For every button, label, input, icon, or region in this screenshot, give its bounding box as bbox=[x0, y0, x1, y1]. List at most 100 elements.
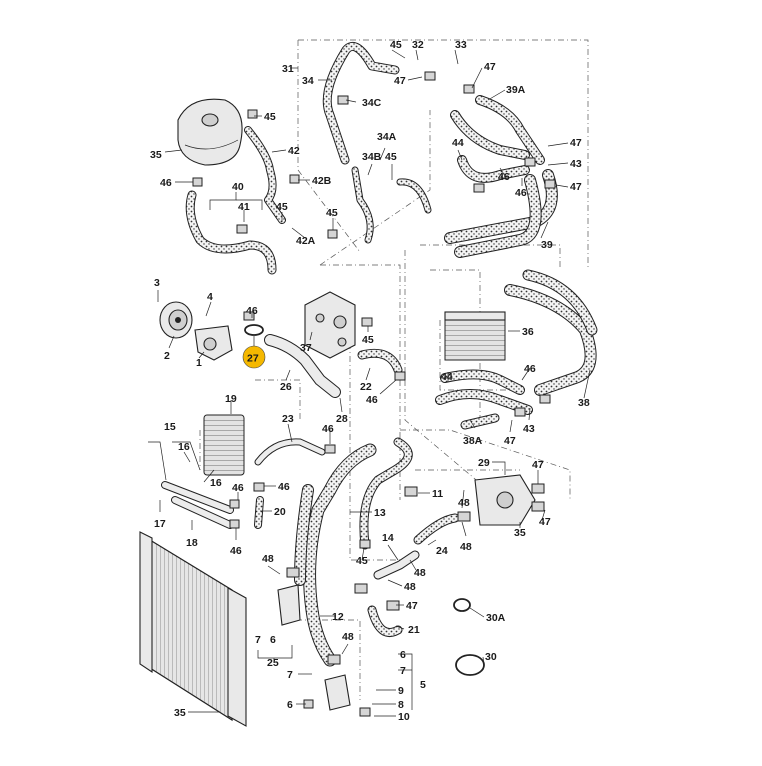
callout-48: 48 bbox=[262, 553, 274, 565]
callout-labels: 31 34 45 32 33 47 47 39A 34C 45 35 42 34… bbox=[150, 39, 590, 723]
hose-clips bbox=[192, 71, 556, 717]
leader-lines bbox=[148, 49, 591, 717]
callout-34a: 34A bbox=[377, 131, 397, 143]
callout-46: 46 bbox=[160, 177, 172, 189]
callout-4: 4 bbox=[207, 291, 213, 303]
callout-26: 26 bbox=[280, 381, 292, 393]
callout-18: 18 bbox=[186, 537, 198, 549]
hoses bbox=[185, 42, 598, 667]
callout-35: 35 bbox=[514, 527, 526, 539]
callout-43: 43 bbox=[523, 423, 535, 435]
callout-47: 47 bbox=[406, 600, 418, 612]
callout-46: 46 bbox=[230, 545, 242, 557]
callout-19: 19 bbox=[225, 393, 237, 405]
callout-48: 48 bbox=[458, 497, 470, 509]
callout-42b: 42B bbox=[312, 175, 332, 187]
callout-47: 47 bbox=[484, 61, 496, 73]
callout-2: 2 bbox=[164, 350, 170, 362]
highlighted-callout-27[interactable]: 27 bbox=[242, 345, 266, 369]
callout-30: 30 bbox=[485, 651, 497, 663]
callout-13: 13 bbox=[374, 507, 386, 519]
callout-46: 46 bbox=[524, 363, 536, 375]
callout-5: 5 bbox=[420, 679, 426, 691]
callout-42a: 42A bbox=[296, 235, 316, 247]
callout-21: 21 bbox=[408, 624, 420, 636]
callout-16: 16 bbox=[210, 477, 222, 489]
callout-46: 46 bbox=[366, 394, 378, 406]
callout-46: 46 bbox=[278, 481, 290, 493]
callout-24: 24 bbox=[436, 545, 448, 557]
callout-17: 17 bbox=[154, 518, 166, 530]
callout-45: 45 bbox=[276, 201, 288, 213]
callout-45: 45 bbox=[264, 111, 276, 123]
callout-46: 46 bbox=[322, 423, 334, 435]
callout-39a: 39A bbox=[506, 84, 526, 96]
callout-16: 16 bbox=[178, 441, 190, 453]
callout-41: 41 bbox=[238, 201, 250, 213]
callout-7: 7 bbox=[287, 669, 293, 681]
callout-25: 25 bbox=[267, 657, 279, 669]
callout-34: 34 bbox=[302, 75, 314, 87]
callout-27: 27 bbox=[247, 353, 259, 365]
callout-20: 20 bbox=[274, 506, 286, 518]
water-pump bbox=[194, 325, 233, 361]
callout-7: 7 bbox=[400, 665, 406, 677]
callout-34c: 34C bbox=[362, 97, 382, 109]
callout-45: 45 bbox=[385, 151, 397, 163]
callout-23: 23 bbox=[282, 413, 294, 425]
callout-45: 45 bbox=[326, 207, 338, 219]
callout-36: 36 bbox=[522, 326, 534, 338]
o-ring bbox=[244, 324, 264, 336]
callout-9: 9 bbox=[398, 685, 404, 697]
callout-6: 6 bbox=[270, 634, 276, 646]
callout-31: 31 bbox=[282, 63, 294, 75]
callout-38a: 38A bbox=[463, 435, 483, 447]
callout-47: 47 bbox=[539, 516, 551, 528]
callout-29: 29 bbox=[478, 457, 490, 469]
callout-46: 46 bbox=[246, 305, 258, 317]
callout-48: 48 bbox=[460, 541, 472, 553]
pulley bbox=[159, 301, 193, 339]
callout-11: 11 bbox=[432, 488, 443, 500]
callout-48: 48 bbox=[342, 631, 354, 643]
callout-28: 28 bbox=[336, 413, 348, 425]
expansion-tank bbox=[177, 98, 243, 166]
callout-42: 42 bbox=[288, 145, 300, 157]
callout-3: 3 bbox=[154, 277, 160, 289]
callout-44: 44 bbox=[452, 137, 464, 149]
callout-37: 37 bbox=[300, 342, 312, 354]
callout-22: 22 bbox=[360, 381, 372, 393]
callout-38: 38 bbox=[578, 397, 590, 409]
callout-45: 45 bbox=[356, 555, 368, 567]
callout-48: 48 bbox=[414, 567, 426, 579]
callout-30a: 30A bbox=[486, 612, 506, 624]
parts bbox=[139, 71, 556, 727]
radiator bbox=[139, 531, 247, 727]
callout-45: 45 bbox=[390, 39, 402, 51]
callout-6: 6 bbox=[287, 699, 293, 711]
callout-8: 8 bbox=[398, 699, 404, 711]
callout-15: 15 bbox=[164, 421, 176, 433]
callout-46: 46 bbox=[498, 171, 510, 183]
thermostat-housing bbox=[304, 291, 356, 359]
callout-47: 47 bbox=[570, 137, 582, 149]
callout-46: 46 bbox=[515, 187, 527, 199]
aux-cooler bbox=[203, 414, 245, 476]
coolant-flange bbox=[474, 474, 536, 526]
oil-cooler bbox=[444, 311, 506, 361]
callout-47: 47 bbox=[394, 75, 406, 87]
callout-43: 43 bbox=[570, 158, 582, 170]
callout-47: 47 bbox=[504, 435, 516, 447]
callout-34b: 34B bbox=[362, 151, 382, 163]
callout-35: 35 bbox=[150, 149, 162, 161]
callout-7: 7 bbox=[255, 634, 261, 646]
callout-1: 1 bbox=[196, 357, 202, 369]
callout-10: 10 bbox=[398, 711, 410, 723]
assembly-lines bbox=[199, 39, 589, 700]
callout-48: 48 bbox=[404, 581, 416, 593]
callout-47: 47 bbox=[570, 181, 582, 193]
callout-6: 6 bbox=[400, 649, 406, 661]
callout-44: 44 bbox=[441, 371, 453, 383]
callout-46: 46 bbox=[232, 482, 244, 494]
